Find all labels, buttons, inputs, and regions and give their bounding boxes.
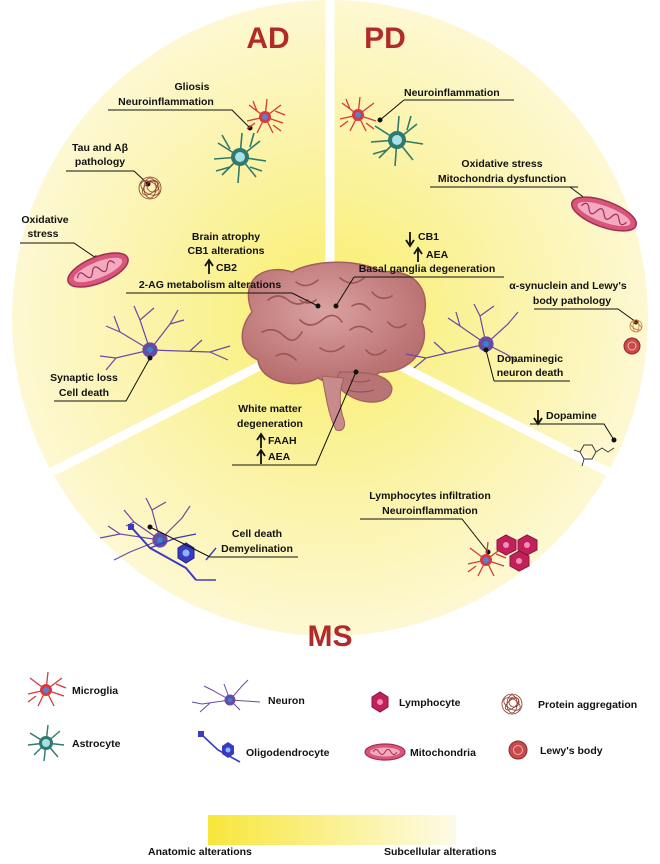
legend-protein-aggregation-icon: [501, 693, 523, 715]
ms-demyelination-label: Demyelination: [221, 543, 293, 555]
pd-astrocyte-icon: [370, 115, 424, 167]
ms-lymphocytes-icon: [496, 534, 538, 572]
microglia-icon: [246, 98, 286, 134]
section-title-ad: AD: [246, 22, 289, 55]
pd-basal-ganglia-label: Basal ganglia degeneration: [359, 263, 496, 275]
pd-down-arrow-cb1: [405, 232, 415, 248]
ms-oligodendrocyte-icon: [128, 524, 217, 581]
ad-oxidative-label-1: Oxidative: [21, 214, 68, 226]
ad-cb1-alterations-label: CB1 alterations: [187, 245, 264, 257]
wm-label-1: White matter: [238, 403, 302, 415]
legend-lewys-body-icon: [508, 740, 528, 760]
legend-microglia-label: Microglia: [72, 685, 118, 697]
legend-protein-aggregation-label: Protein aggregation: [538, 699, 637, 711]
legend-lymphocyte-icon: [371, 691, 389, 713]
section-title-pd: PD: [364, 22, 406, 55]
ms-cell-death-label: Cell death: [232, 528, 282, 540]
astrocyte-icon: [213, 132, 267, 184]
pd-synuclein-label-1: α-synuclein and Lewy's: [509, 280, 627, 292]
ad-2ag-label: 2-AG metabolism alterations: [139, 279, 282, 291]
legend-mitochondria-icon: [364, 743, 406, 761]
ad-tau-label-1: Tau and Aβ: [72, 142, 129, 154]
scale-right-label: Subcellular alterations: [384, 846, 497, 858]
legend-oligodendrocyte-icon: [198, 731, 241, 763]
ms-neuroinflammation-label: Neuroinflammation: [382, 505, 478, 517]
legend-mitochondria-label: Mitochondria: [410, 747, 476, 759]
section-title-ms: MS: [308, 620, 353, 653]
pd-neuron-icon: [405, 303, 519, 369]
pd-neuroinflammation-label: Neuroinflammation: [404, 87, 500, 99]
wm-label-2: degeneration: [237, 418, 303, 430]
pd-synuclein-label-2: body pathology: [533, 295, 611, 307]
legend-neuron-label: Neuron: [268, 695, 305, 707]
ad-cell-death-label: Cell death: [59, 387, 109, 399]
pd-microglia-icon: [339, 96, 377, 132]
wm-faah-label: FAAH: [268, 435, 297, 447]
pd-dopa-label-2: neuron death: [497, 367, 564, 379]
pd-cb1-label: CB1: [418, 231, 439, 243]
pd-dopamine-label: Dopamine: [546, 410, 597, 422]
ad-cb2-label: CB2: [216, 262, 237, 274]
legend-oligodendrocyte-label: Oligodendrocyte: [246, 747, 330, 759]
scale-left-label: Anatomic alterations: [148, 846, 252, 858]
ms-lymph-infiltration-label: Lymphocytes infiltration: [369, 490, 491, 502]
pd-mitochondria-icon: [570, 196, 638, 232]
pd-lewys-body-icon: [623, 337, 641, 355]
ad-gliosis-label: Gliosis: [174, 81, 209, 93]
pd-up-arrow-aea: [413, 246, 423, 262]
legend-microglia-icon: [27, 671, 67, 707]
ad-oxidative-label-2: stress: [28, 228, 59, 240]
ad-synaptic-loss-label: Synaptic loss: [50, 372, 118, 384]
legend-neuron-icon: [191, 679, 261, 713]
wm-up-arrow-faah: [256, 432, 266, 448]
pd-dopa-label-1: Dopaminegic: [497, 353, 563, 365]
ms-microglia-icon: [467, 541, 507, 577]
ad-atrophy-label: Brain atrophy: [192, 231, 260, 243]
pd-oxidative-label: Oxidative stress: [461, 158, 542, 170]
wm-up-arrow-aea: [256, 448, 266, 464]
legend-lewys-body-label: Lewy's body: [540, 745, 603, 757]
mitochondria-icon: [67, 252, 129, 288]
pd-aea-label: AEA: [426, 249, 449, 261]
protein-aggregation-icon: [138, 176, 162, 200]
alteration-gradient-bar: [208, 815, 456, 845]
wm-aea-label: AEA: [268, 451, 291, 463]
legend-lymphocyte-label: Lymphocyte: [399, 697, 461, 709]
ad-up-arrow: [204, 258, 214, 274]
legend: Microglia Astrocyte Neuron Oligodendrocy…: [27, 671, 637, 763]
legend-astrocyte-icon: [27, 724, 65, 762]
pd-protein-aggregation-icon: [629, 319, 643, 333]
ad-neuroinflammation-label: Neuroinflammation: [118, 96, 214, 108]
pd-mito-dysfunction-label: Mitochondria dysfunction: [438, 173, 566, 185]
neuron-icon: [99, 305, 231, 371]
dopamine-molecule-icon: [573, 444, 615, 467]
ad-tau-label-2: pathology: [75, 156, 125, 168]
legend-astrocyte-label: Astrocyte: [72, 738, 121, 750]
